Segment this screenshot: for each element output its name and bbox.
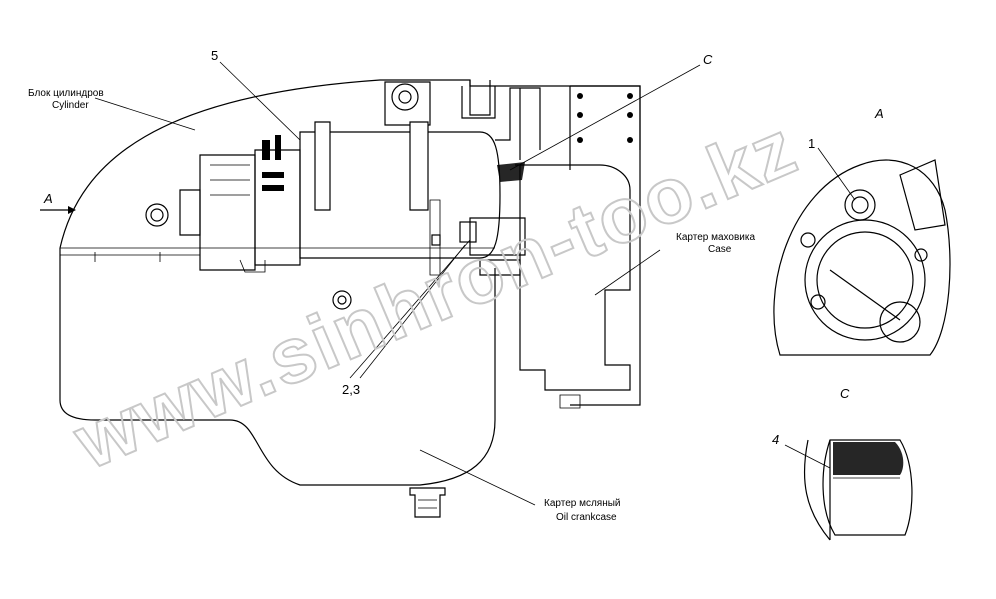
starter-motor [179, 121, 526, 276]
leader-lines [40, 61, 856, 506]
engine-block [59, 79, 641, 518]
view-arrow-a-label: A [43, 191, 53, 206]
callout-part-2-3: 2,3 [342, 382, 360, 397]
callout-view-c: C [703, 52, 713, 67]
callout-part-1: 1 [808, 136, 815, 151]
view-c-title: C [840, 386, 850, 401]
flywheel-housing [515, 85, 641, 409]
callout-part-5: 5 [211, 48, 218, 63]
view-c-detail [803, 439, 913, 541]
label-case-en: Case [708, 244, 732, 255]
view-a-detail [773, 159, 951, 356]
top-fittings [384, 80, 541, 160]
view-a-title: A [874, 106, 884, 121]
label-oil-en: Oil crankcase [556, 512, 617, 523]
watermark-text: www.sinhron-too.kz [61, 102, 809, 486]
label-oil-ru: Картер мсляный [544, 498, 621, 509]
callout-part-4: 4 [772, 432, 779, 447]
label-cylinder-en: Cylinder [52, 100, 89, 111]
label-case-ru: Картер маховика [676, 232, 755, 243]
label-cylinder-ru: Блок цилиндров [28, 88, 104, 99]
